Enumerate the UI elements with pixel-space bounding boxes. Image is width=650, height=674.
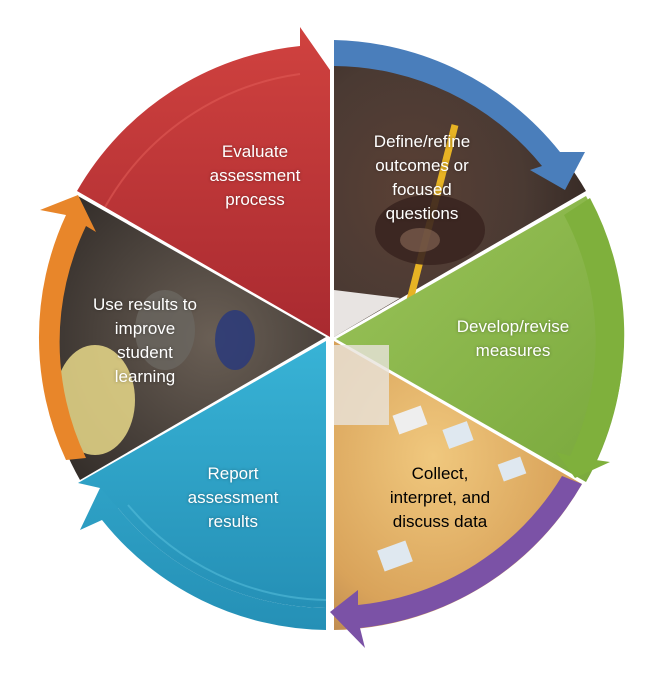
label-line: Use results to [93,295,197,314]
label-develop: Develop/revise measures [428,315,598,363]
segment-develop [336,196,625,482]
label-line: interpret, and [389,488,491,507]
label-line: results [207,512,259,531]
label-use: Use results to improve student learning [70,293,220,389]
label-line: Evaluate [221,142,289,161]
label-line: discuss data [392,512,488,531]
label-evaluate: Evaluate assessment process [170,140,340,212]
label-collect: Collect, interpret, and discuss data [360,462,520,534]
label-line: outcomes or [375,156,469,175]
label-line: measures [475,341,551,360]
segment-define [334,40,586,337]
label-line: student [117,343,173,362]
label-line: Collect, [411,464,469,483]
label-line: learning [114,367,176,386]
label-line: Develop/revise [456,317,570,336]
label-report: Report assessment results [158,462,308,534]
segment-use [38,195,326,480]
label-line: Define/refine [373,132,471,151]
label-line: improve [114,319,176,338]
label-line: Report [207,464,259,483]
segment-collect [330,341,582,648]
label-line: questions [385,204,459,223]
label-line: process [225,190,285,209]
segment-report [78,341,327,630]
segment-evaluate [77,27,330,337]
label-line: assessment [209,166,301,185]
label-line: focused [392,180,452,199]
label-define: Define/refine outcomes or focused questi… [342,130,502,226]
label-line: assessment [187,488,279,507]
